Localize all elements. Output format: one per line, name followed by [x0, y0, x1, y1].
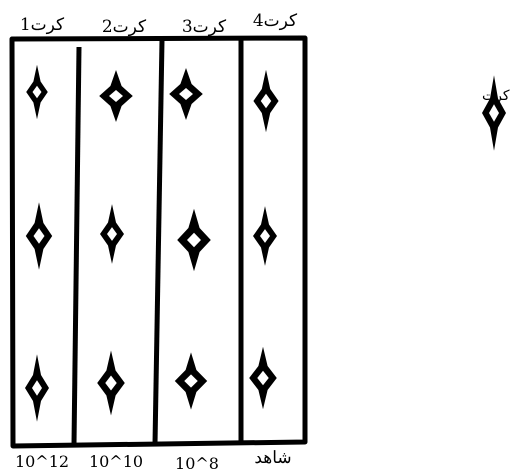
plot-label-3: کرت3	[182, 17, 227, 37]
plot-label-4: کرت4	[253, 11, 298, 31]
seed-diamond-icon	[97, 350, 125, 416]
seed-diamond-icon	[26, 64, 48, 120]
seed-diamond-icon	[25, 354, 49, 422]
seed-diamond-icon	[99, 70, 133, 122]
plot-divider-1	[71, 46, 82, 445]
seed-diamond-icon	[25, 202, 53, 270]
legend-label: محل کاشت بذرها در کرت	[482, 88, 513, 104]
legend-seed-diamond-icon	[482, 75, 506, 151]
seed-diamond-icon	[174, 352, 208, 410]
seed-diamond-icon	[253, 206, 277, 266]
plot-label-2: کرت2	[102, 17, 147, 37]
plot-bottom-label-1: 10^12	[15, 452, 69, 470]
seed-diamond-icon	[253, 69, 279, 133]
plot-bottom-label-4: شاهد	[254, 448, 291, 468]
seed-diamond-icon	[100, 204, 124, 264]
plot-bottom-label-2: 10^10	[89, 452, 143, 470]
field-frame	[9, 35, 308, 449]
plot-label-1: کرت1	[20, 15, 65, 35]
seed-diamond-icon	[249, 346, 277, 410]
seed-diamond-icon	[169, 68, 203, 120]
plot-bottom-label-3: 10^8	[175, 454, 219, 470]
plot-divider-2	[152, 39, 165, 445]
seed-diamond-icon	[177, 208, 211, 272]
